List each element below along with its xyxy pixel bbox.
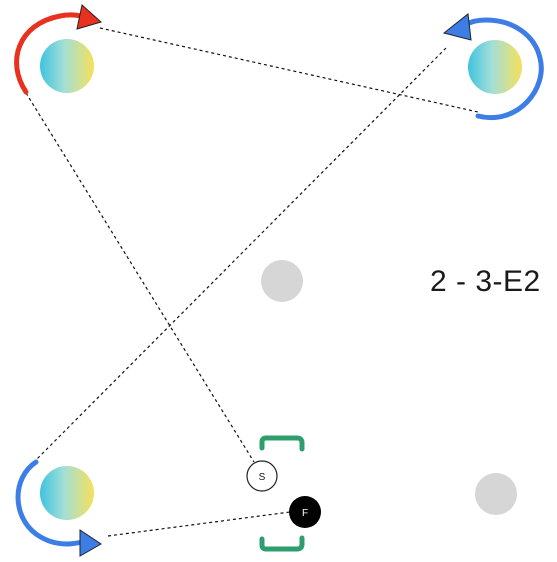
finish-marker: F xyxy=(289,496,321,528)
curved-arrow-icon xyxy=(462,17,544,121)
start-marker-label: S xyxy=(259,472,266,483)
arrowhead-icon xyxy=(79,529,102,557)
rotor-disc xyxy=(40,466,94,520)
rotor-disc xyxy=(468,40,522,94)
arrowhead-icon xyxy=(76,4,103,30)
diagram-label: 2 - 3-E2 xyxy=(430,265,541,298)
start-marker: S xyxy=(246,460,278,492)
arrowhead-icon xyxy=(442,13,472,41)
rotor-top-right xyxy=(442,13,544,121)
path-lines xyxy=(25,27,479,537)
bracket-gate-icon xyxy=(259,435,305,552)
curved-arrow-icon xyxy=(14,12,87,95)
rotor-disc xyxy=(40,39,94,93)
inactive-point-bottom-right xyxy=(475,473,517,515)
curved-arrow-icon xyxy=(15,459,85,547)
path-segment-tl-to-tr xyxy=(99,27,479,113)
path-segment-bl-to-finish xyxy=(107,511,291,537)
inactive-point-center xyxy=(261,260,303,302)
finish-marker-label: F xyxy=(302,508,308,519)
path-segment-tr-to-bl xyxy=(25,47,447,471)
rotor-top-left xyxy=(14,4,103,95)
path-segment-tl-to-start xyxy=(25,92,255,463)
rotor-bottom-left xyxy=(15,459,102,557)
